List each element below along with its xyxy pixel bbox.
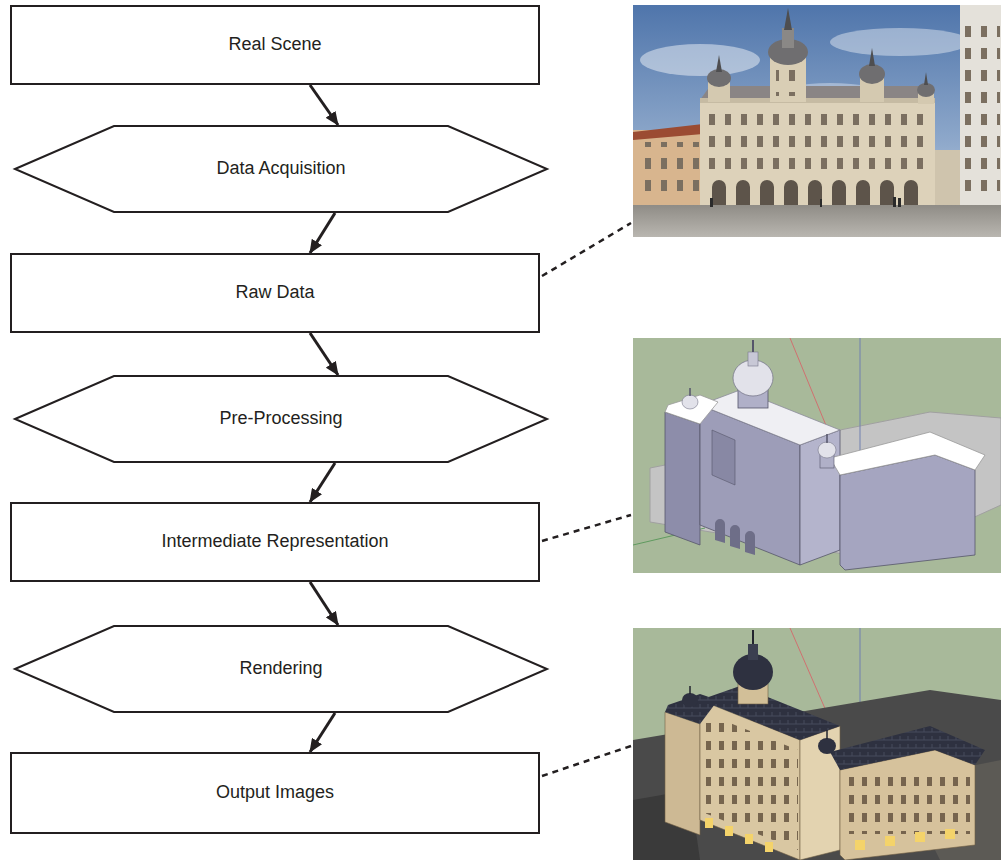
node-label: Raw Data <box>223 282 326 304</box>
render-illustration <box>633 628 1001 860</box>
leader-line <box>542 223 631 276</box>
node-label: Output Images <box>204 782 346 804</box>
preparation-hexagon: Data Acquisition <box>14 125 548 213</box>
node-label: Rendering <box>227 658 334 680</box>
preparation-hexagon: Pre-Processing <box>14 375 548 463</box>
model-illustration <box>633 338 1001 573</box>
node-label: Pre-Processing <box>207 408 354 430</box>
leader-line <box>542 515 631 541</box>
flow-arrow <box>310 463 335 502</box>
node-label: Intermediate Representation <box>149 531 400 553</box>
flow-arrow <box>310 333 338 375</box>
scene-photo <box>633 5 1001 237</box>
leader-line <box>542 746 631 776</box>
process-box: Raw Data <box>10 253 540 333</box>
flow-arrow <box>310 213 335 253</box>
process-box: Output Images <box>10 752 540 834</box>
flow-arrow <box>310 713 335 752</box>
flow-arrow <box>310 582 338 625</box>
flow-arrow <box>310 85 338 125</box>
node-label: Data Acquisition <box>204 158 357 180</box>
preparation-hexagon: Rendering <box>14 625 548 713</box>
process-box: Real Scene <box>10 5 540 85</box>
node-label: Real Scene <box>216 34 333 56</box>
process-box: Intermediate Representation <box>10 502 540 582</box>
